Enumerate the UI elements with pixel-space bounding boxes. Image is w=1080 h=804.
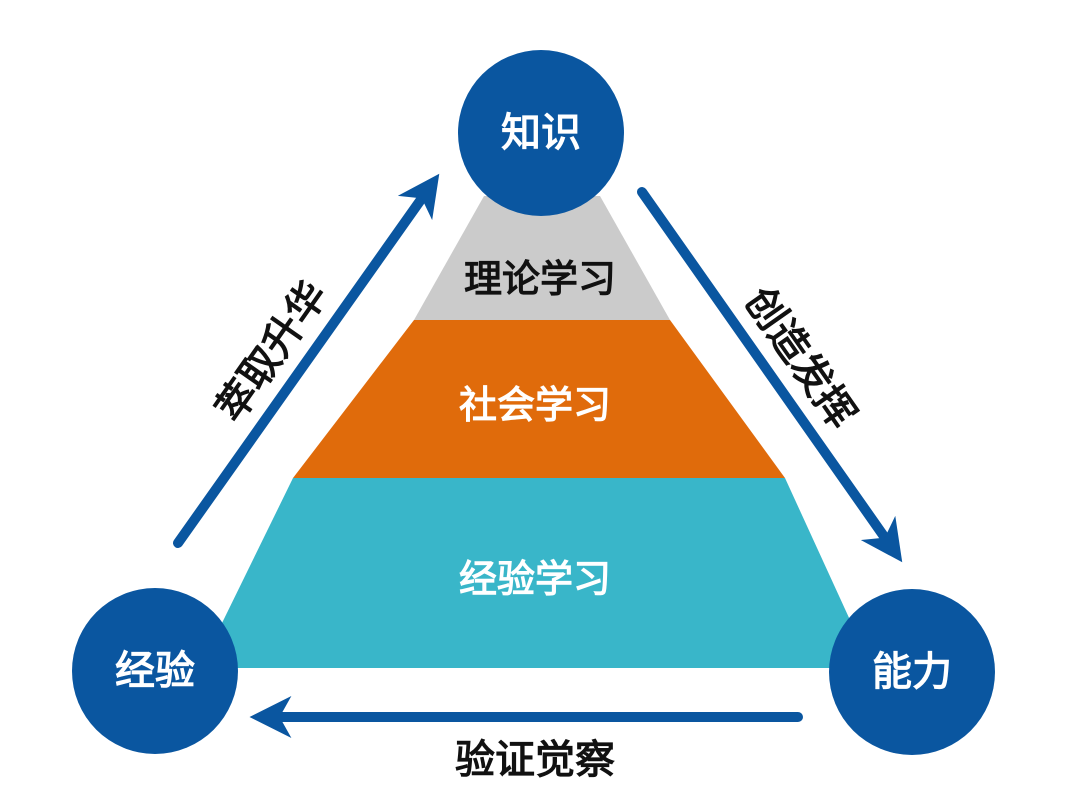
layer-theory-label: 理论学习 bbox=[464, 257, 616, 301]
node-knowledge-circle bbox=[458, 50, 624, 216]
node-ability-label: 能力 bbox=[872, 649, 952, 695]
layer-social-band bbox=[293, 320, 785, 478]
node-ability: 能力 bbox=[829, 589, 995, 755]
layer-theory-band bbox=[414, 196, 670, 320]
layer-experience-label: 经验学习 bbox=[459, 557, 611, 601]
node-experience: 经验 bbox=[72, 588, 238, 754]
layer-experience-band bbox=[200, 478, 872, 668]
node-knowledge: 知识 bbox=[458, 50, 624, 216]
node-experience-circle bbox=[72, 588, 238, 754]
layer-social-label: 社会学习 bbox=[459, 383, 611, 427]
node-experience-label: 经验 bbox=[115, 648, 195, 694]
arrow-experience-to-knowledge bbox=[173, 173, 440, 548]
node-knowledge-label: 知识 bbox=[501, 110, 581, 156]
pyramid: 理论学习 社会学习 经验学习 bbox=[200, 196, 872, 668]
arrow-knowledge-to-ability bbox=[637, 187, 903, 563]
arrow-label-verify: 验证觉察 bbox=[455, 737, 615, 783]
node-ability-circle bbox=[829, 589, 995, 755]
